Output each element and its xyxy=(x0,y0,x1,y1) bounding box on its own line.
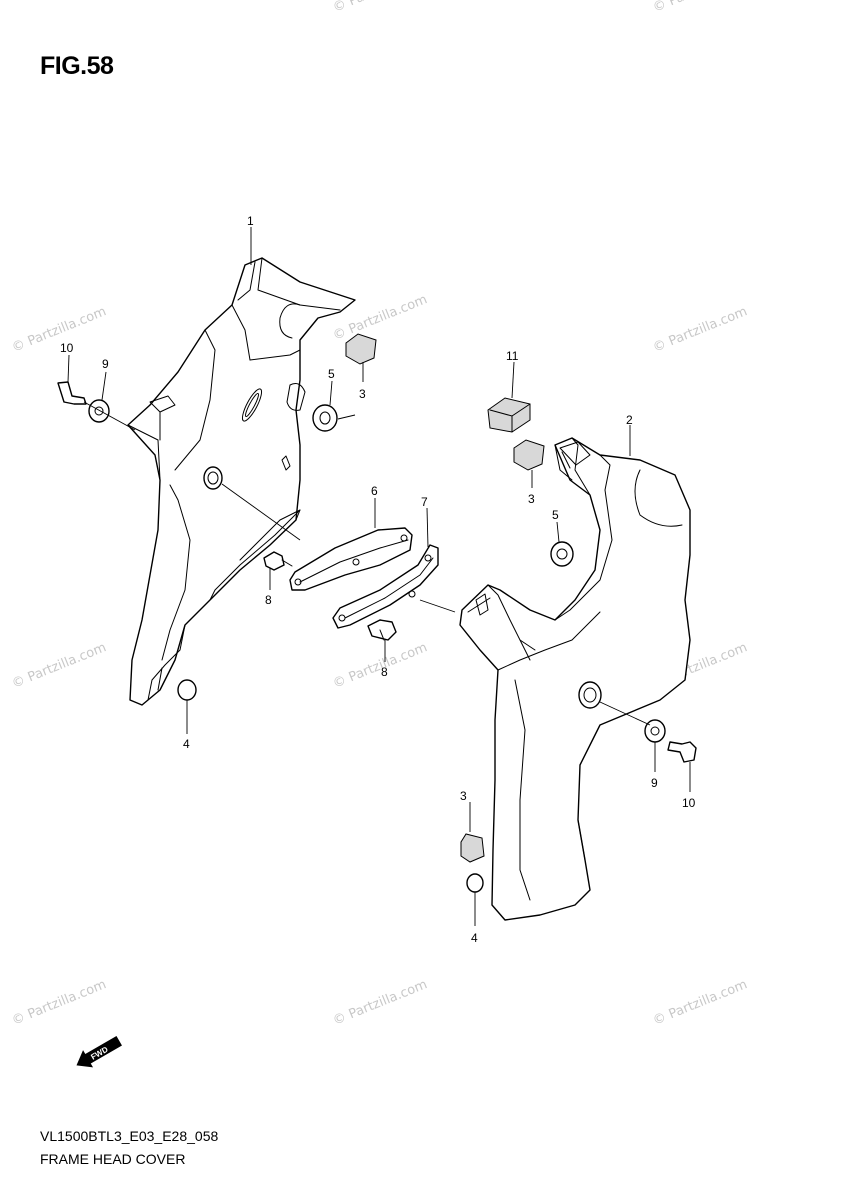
part-3-clip xyxy=(513,439,545,471)
part-5-grommet xyxy=(312,404,338,432)
fwd-arrow-icon: FWD xyxy=(76,1035,122,1068)
callout-7: 7 xyxy=(421,495,428,509)
watermark: © Partzilla.com xyxy=(651,304,750,355)
callout-labels: 1 2 3 3 3 4 4 5 5 6 7 8 8 9 9 10 10 11 xyxy=(60,214,696,945)
watermark: © Partzilla.com xyxy=(331,977,430,1028)
part-7-bracket xyxy=(332,544,439,629)
callout-11: 11 xyxy=(506,349,519,363)
callout-4: 4 xyxy=(471,931,478,945)
part-10-bolt xyxy=(57,381,87,405)
watermark: © Partzilla.com xyxy=(10,640,109,691)
watermark: © Partzilla.com xyxy=(331,0,430,16)
part-4-cushion xyxy=(466,873,484,893)
small-parts xyxy=(57,333,697,893)
callout-3: 3 xyxy=(359,387,366,401)
callout-5: 5 xyxy=(552,508,559,522)
part-1-left-cover xyxy=(127,257,356,706)
callout-10: 10 xyxy=(682,796,696,810)
callout-1: 1 xyxy=(247,214,254,228)
watermark: © Partzilla.com xyxy=(10,977,109,1028)
part-9-collar xyxy=(88,399,110,423)
callout-8: 8 xyxy=(381,665,388,679)
part-2-right-cover xyxy=(459,437,691,921)
callout-5: 5 xyxy=(328,367,335,381)
leader-lines xyxy=(67,227,691,926)
callout-3: 3 xyxy=(528,492,535,506)
callout-10: 10 xyxy=(60,341,74,355)
callout-9: 9 xyxy=(651,776,658,790)
callout-8: 8 xyxy=(265,593,272,607)
watermark: © Partzilla.com xyxy=(651,0,750,16)
callout-3: 3 xyxy=(460,789,467,803)
watermark: © Partzilla.com xyxy=(651,977,750,1028)
callout-9: 9 xyxy=(102,357,109,371)
part-8-bolt xyxy=(263,551,285,571)
part-9-collar xyxy=(644,719,666,743)
part-4-cushion xyxy=(177,679,197,701)
diagram-name: FRAME HEAD COVER xyxy=(40,1151,186,1167)
callout-4: 4 xyxy=(183,737,190,751)
figure-title: FIG.58 xyxy=(40,52,114,80)
part-8-bolt xyxy=(367,619,397,641)
part-3-clip xyxy=(460,833,485,863)
part-6-bracket xyxy=(289,527,413,591)
diagram-code: VL1500BTL3_E03_E28_058 xyxy=(40,1128,219,1144)
callout-2: 2 xyxy=(626,413,633,427)
callout-6: 6 xyxy=(371,484,378,498)
part-10-bolt xyxy=(667,741,697,763)
part-5-grommet xyxy=(550,541,574,567)
part-3-clip xyxy=(345,333,377,365)
